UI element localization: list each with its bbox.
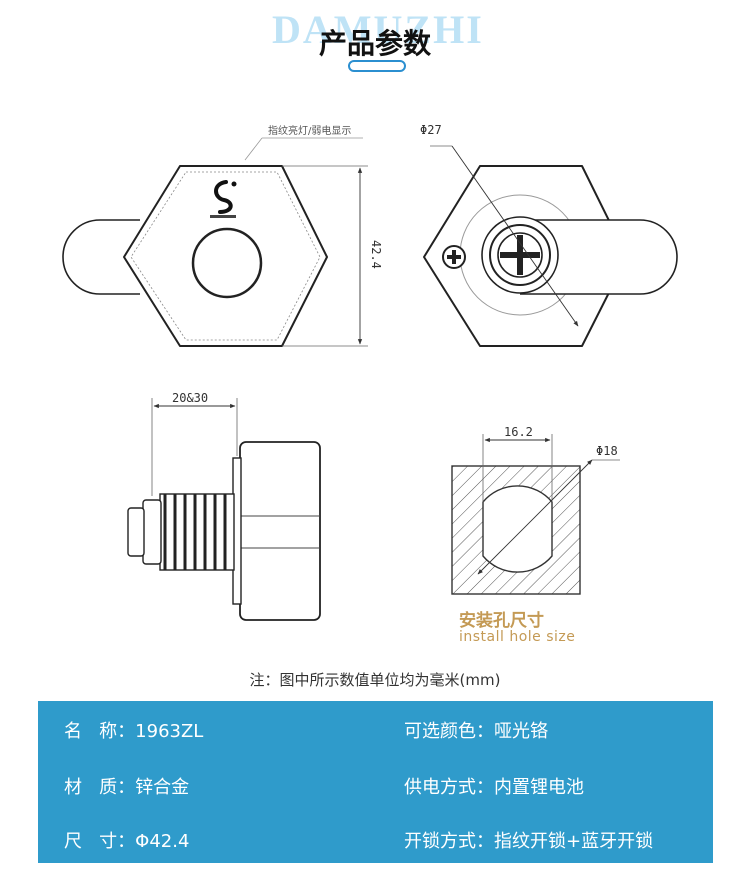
spec-power: 供电方式：内置锂电池: [404, 773, 584, 799]
spec-color-value: 哑光铬: [494, 721, 548, 742]
spec-name-label: 名 称：: [64, 721, 136, 742]
spec-color: 可选颜色：哑光铬: [404, 717, 548, 743]
spec-material-label: 材 质：: [64, 777, 136, 798]
mounting-screw-icon: [442, 245, 466, 269]
back-diameter-dimension: Φ27: [420, 123, 442, 137]
title-underline-pill: [348, 60, 406, 72]
side-body: [239, 441, 321, 621]
spec-color-label: 可选颜色：: [404, 721, 494, 742]
spec-name-value: 1963ZL: [135, 721, 204, 742]
spec-size: 尺 寸：Φ42.4: [64, 827, 189, 853]
hole-diameter-dimension: Φ18: [596, 444, 618, 458]
front-handle: [62, 219, 140, 295]
install-hole: 16.2 Φ18: [451, 425, 620, 595]
install-label-en: install hole size: [459, 629, 576, 645]
page-title: 产品参数: [318, 27, 431, 60]
back-view: Φ27: [420, 123, 678, 347]
unit-note: 注：图中所示数值单位均为毫米(mm): [249, 671, 501, 689]
spec-name: 名 称：1963ZL: [64, 717, 203, 743]
brand-logo-icon: [210, 180, 237, 218]
cross-screw-icon: [500, 235, 540, 275]
spec-size-value: Φ42.4: [135, 831, 190, 852]
front-callout-label: 指纹亮灯/弱电显示: [268, 124, 351, 137]
spec-panel: 名 称：1963ZL 材 质：锌合金 尺 寸：Φ42.4 可选颜色：哑光铬 供电…: [38, 701, 713, 863]
side-depth-dimension: 20&30: [172, 391, 208, 405]
spec-material: 材 质：锌合金: [64, 773, 189, 799]
brand-watermark: DAMUZHI: [272, 7, 484, 52]
front-view: 指纹亮灯/弱电显示 42.4: [62, 124, 383, 347]
install-label-cn: 安装孔尺寸: [459, 611, 544, 631]
spec-power-label: 供电方式：: [404, 777, 494, 798]
technical-drawing: 指纹亮灯/弱电显示 42.4 Φ27: [62, 123, 678, 621]
side-view: 20&30: [127, 391, 321, 621]
spec-size-label: 尺 寸：: [64, 831, 136, 852]
spec-unlock-label: 开锁方式：: [404, 831, 494, 852]
fingerprint-sensor: [191, 227, 263, 299]
spec-unlock-value: 指纹开锁+蓝牙开锁: [494, 831, 654, 852]
spec-material-value: 锌合金: [135, 777, 190, 798]
front-height-dimension: 42.4: [369, 240, 383, 269]
spec-power-value: 内置锂电池: [494, 777, 584, 798]
spec-unlock: 开锁方式：指纹开锁+蓝牙开锁: [404, 827, 653, 853]
side-thread: [159, 493, 235, 571]
hole-width-dimension: 16.2: [504, 425, 533, 439]
